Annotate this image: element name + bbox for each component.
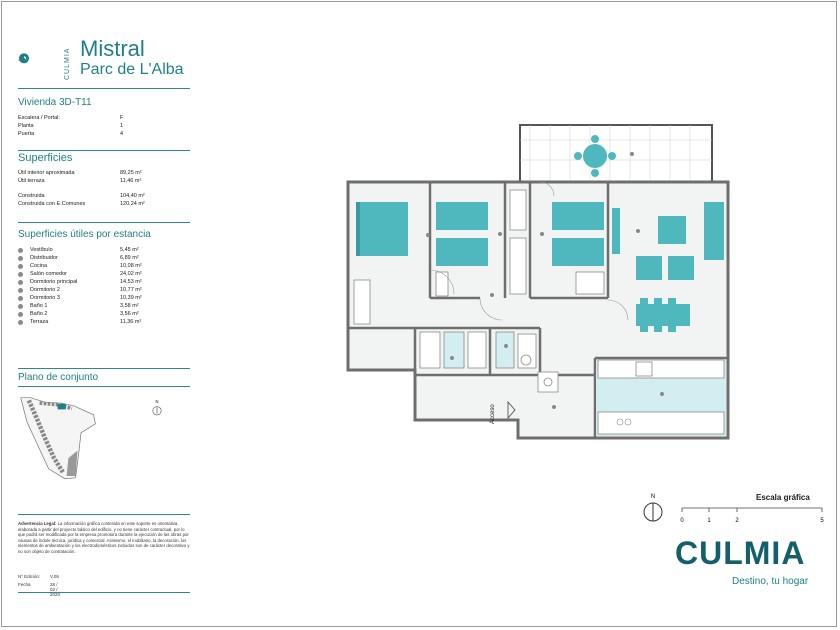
divider xyxy=(18,592,190,593)
brand-vertical-name: CULMIA xyxy=(64,47,71,80)
company-logo: CULMIA xyxy=(675,535,806,571)
conjunto-title: Plano de conjunto xyxy=(18,372,99,383)
divider xyxy=(18,150,190,151)
room-marker-icon xyxy=(18,312,23,317)
svg-text:2: 2 xyxy=(735,518,739,524)
graphic-scale: 0 1 2 5 xyxy=(680,507,824,524)
vivienda-title: Vivienda 3D-T11 xyxy=(18,97,92,108)
north-arrow-icon: N xyxy=(152,399,162,416)
divider xyxy=(18,386,190,387)
brand-title-line2: Parc de L'Alba xyxy=(80,61,184,78)
svg-text:N: N xyxy=(651,494,655,500)
site-plan-map xyxy=(20,397,96,480)
legal-notice: Advertencia Legal: La información gráfic… xyxy=(18,521,190,554)
brand-title-line1: Mistral xyxy=(80,36,145,61)
north-arrow-icon: N xyxy=(643,494,663,522)
room-marker-icon xyxy=(18,272,23,277)
divider xyxy=(18,368,190,369)
floor-plan xyxy=(346,124,730,440)
svg-text:N: N xyxy=(155,399,158,404)
divider xyxy=(18,88,190,89)
room-marker-icon xyxy=(18,256,23,261)
room-marker-icon xyxy=(18,296,23,301)
room-marker-icon xyxy=(18,288,23,293)
room-marker-icon xyxy=(18,320,23,325)
svg-text:1: 1 xyxy=(707,518,711,524)
svg-text:5: 5 xyxy=(820,518,824,524)
room-marker-icon xyxy=(18,248,23,253)
divider xyxy=(18,514,190,515)
brand-logo-icon xyxy=(18,53,29,64)
room-marker-icon xyxy=(18,264,23,269)
scale-title: Escala gráfica xyxy=(756,493,810,502)
superficies-title: Superficies xyxy=(18,152,73,164)
room-marker-icon xyxy=(18,280,23,285)
estancias-title: Superficies útiles por estancia xyxy=(18,229,151,240)
divider xyxy=(18,222,190,223)
edition-meta: Nº Edición:V.05 xyxy=(18,574,59,579)
acceso-label: Acceso xyxy=(490,404,496,424)
room-marker-icon xyxy=(18,304,23,309)
svg-text:0: 0 xyxy=(680,518,684,524)
company-tagline: Destino, tu hogar xyxy=(732,576,809,587)
